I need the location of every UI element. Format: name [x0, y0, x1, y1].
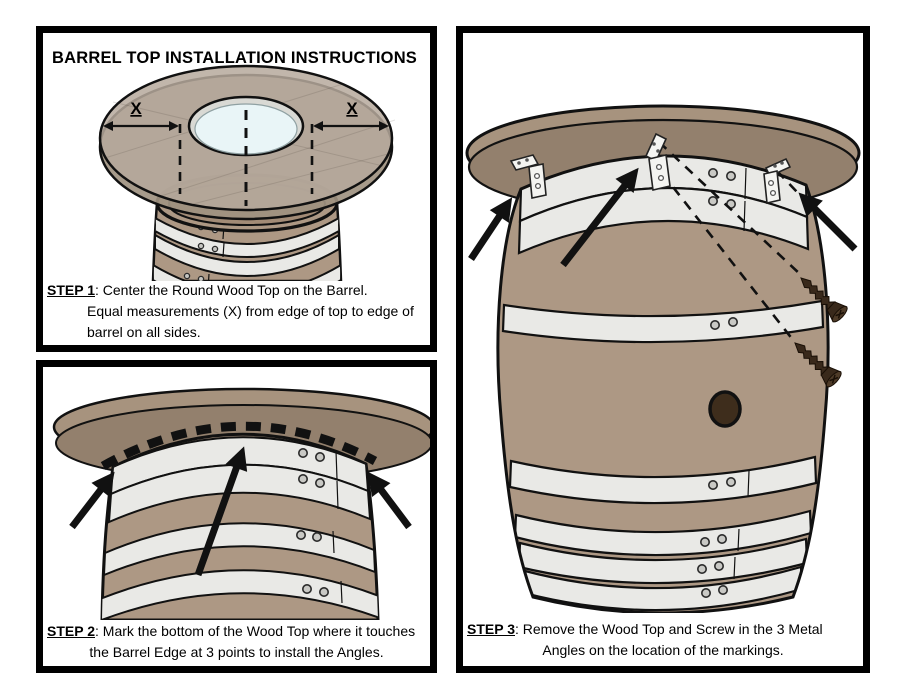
angle-bracket-left: [509, 154, 547, 199]
step3-label: STEP 3: [467, 621, 515, 637]
pointer-arrow-center: [560, 167, 639, 268]
angle-bracket-center: [644, 132, 671, 191]
page-title: BARREL TOP INSTALLATION INSTRUCTIONS: [52, 49, 418, 68]
rivets: [296, 448, 329, 598]
pointer-arrow-left: [69, 471, 115, 530]
pointer-arrow-center: [194, 446, 248, 577]
step2-label: STEP 2: [47, 623, 95, 639]
marking-dashes: [100, 421, 378, 470]
panel-step2: STEP 2: Mark the bottom of the Wood Top …: [36, 360, 437, 673]
guide-dashed-lines: [649, 141, 818, 341]
barrel: [100, 432, 380, 620]
pointer-arrow-right: [798, 192, 858, 252]
step2-caption: STEP 2: Mark the bottom of the Wood Top …: [43, 621, 430, 663]
panel-step1: BARREL TOP INSTALLATION INSTRUCTIONS: [36, 26, 437, 352]
pointer-arrow-right: [367, 471, 412, 530]
screw-top: [800, 277, 848, 323]
step3-caption: STEP 3: Remove the Wood Top and Screw in…: [463, 619, 863, 661]
center-dashed-lines: [178, 110, 314, 206]
step1-line2: Equal measurements (X) from edge of top …: [87, 303, 414, 319]
step3-line2: Angles on the location of the markings.: [542, 642, 784, 658]
step2-illustration: [52, 387, 430, 620]
step3-text: : Remove the Wood Top and Screw in the 3…: [515, 621, 823, 637]
step1-illustration: X X: [98, 64, 396, 281]
angle-bracket-right: [763, 157, 792, 204]
step3-illustration: [465, 104, 861, 613]
step1-label: STEP 1: [47, 282, 95, 298]
screw-bottom: [794, 342, 842, 388]
panel-step3: STEP 3: Remove the Wood Top and Screw in…: [456, 26, 870, 673]
step2-line2: the Barrel Edge at 3 points to install t…: [89, 644, 384, 660]
step1-line3: barrel on all sides.: [87, 324, 201, 340]
metal-bands: [501, 155, 825, 612]
measure-label-right: X: [346, 99, 358, 118]
barrel: [496, 154, 830, 613]
pointer-arrow-left: [468, 197, 513, 261]
bung-hole: [708, 390, 742, 428]
step1-caption: STEP 1: Center the Round Wood Top on the…: [43, 280, 430, 343]
measure-label-left: X: [130, 99, 142, 118]
step2-text: : Mark the bottom of the Wood Top where …: [95, 623, 416, 639]
step1-text: : Center the Round Wood Top on the Barre…: [95, 282, 368, 298]
wood-top: [98, 64, 396, 221]
rivets: [697, 168, 738, 598]
